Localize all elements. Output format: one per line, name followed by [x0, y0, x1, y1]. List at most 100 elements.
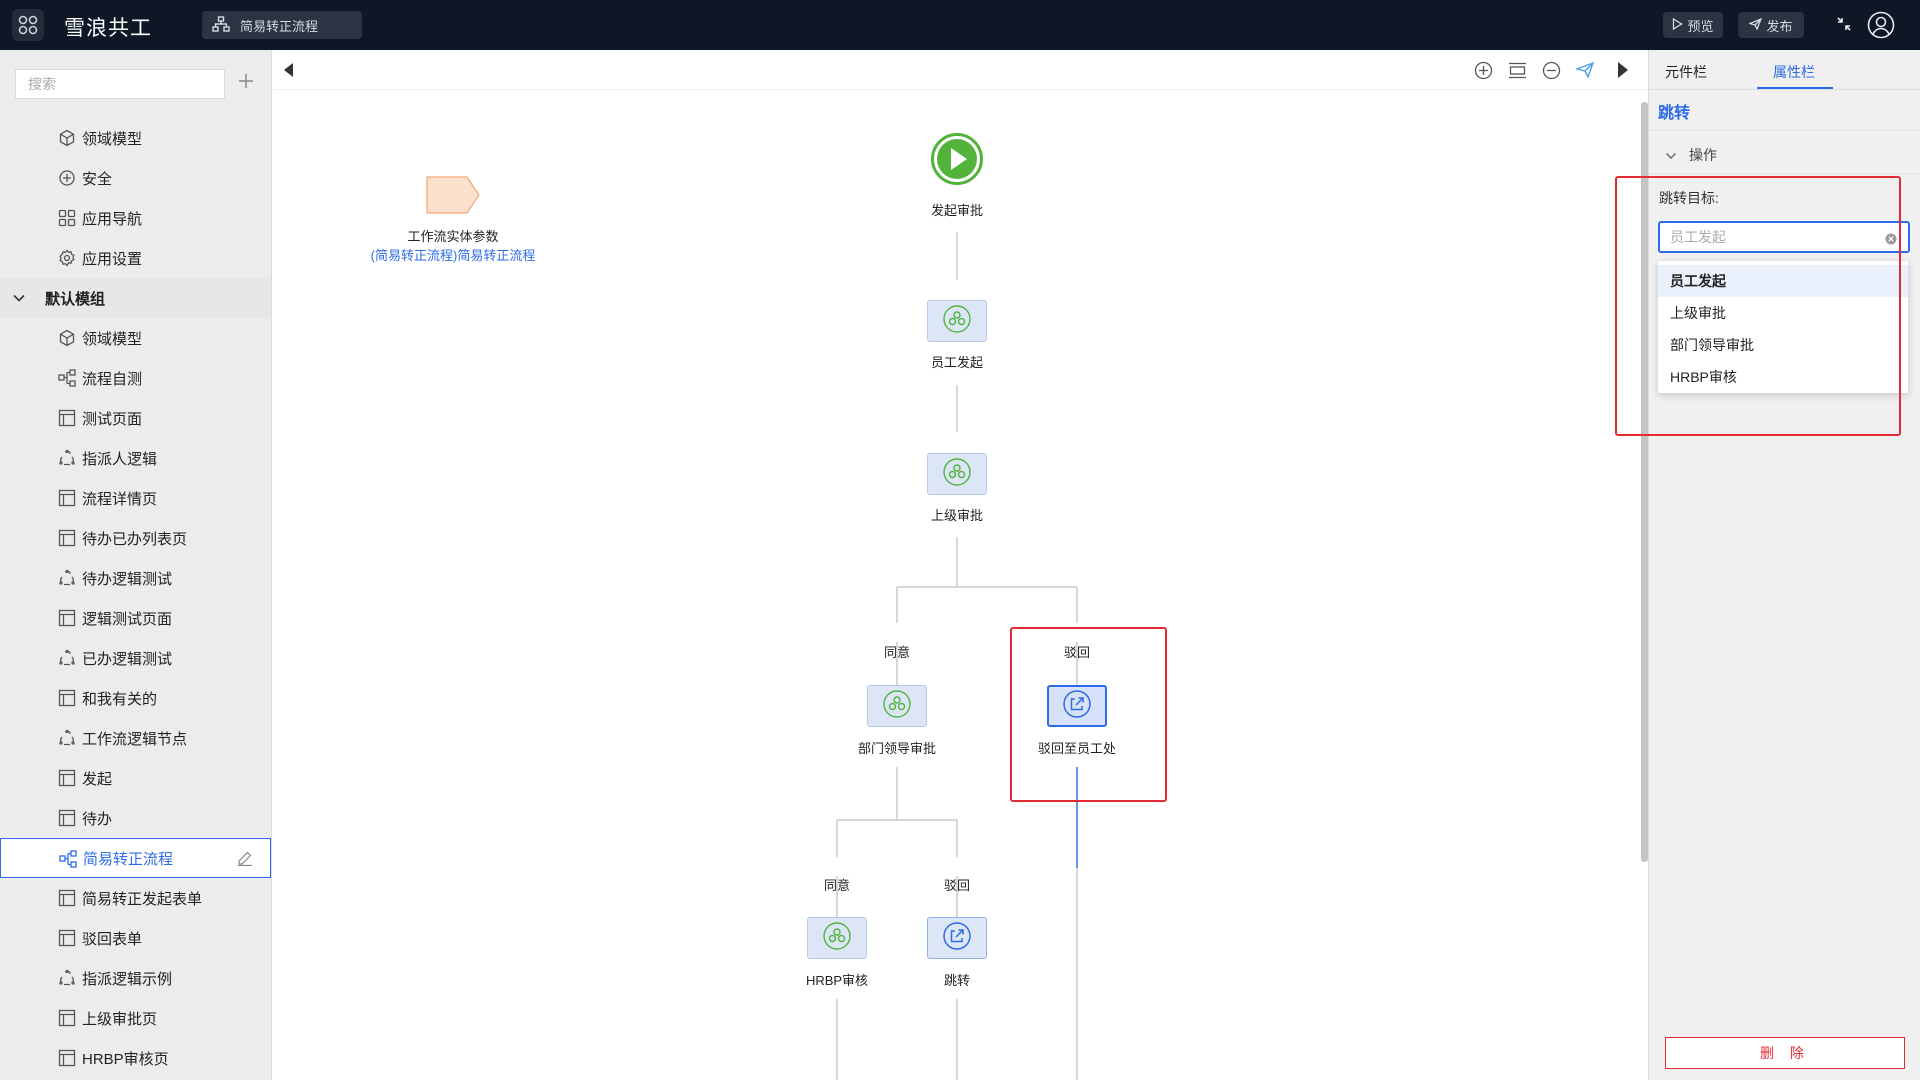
- sidebar-group-item[interactable]: 指派逻辑示例: [0, 958, 271, 998]
- sidebar-group-item[interactable]: 待办: [0, 798, 271, 838]
- send-icon: [1748, 17, 1763, 33]
- page-icon: [58, 809, 76, 827]
- search-input[interactable]: [15, 69, 225, 99]
- logic-icon: [58, 649, 76, 667]
- sidebar-item-label: 流程详情页: [82, 490, 158, 508]
- sidebar-group-item[interactable]: 逻辑测试页面: [0, 598, 271, 638]
- logic-icon: [58, 729, 76, 747]
- panel-tabs: 元件栏 属性栏: [1649, 50, 1920, 90]
- sidebar-item-domain-model[interactable]: 领域模型: [0, 118, 271, 158]
- collapse-left-icon[interactable]: [278, 60, 298, 80]
- start-node[interactable]: [930, 132, 984, 190]
- sidebar-item-label: 领域模型: [82, 330, 143, 348]
- node-superior[interactable]: [927, 453, 987, 495]
- flow-tab[interactable]: 简易转正流程: [202, 11, 362, 39]
- security-icon: [58, 169, 76, 187]
- sidebar-item-app-settings[interactable]: 应用设置: [0, 238, 271, 278]
- flow-icon: [59, 850, 77, 868]
- sidebar-item-label: HRBP审核页: [82, 1050, 169, 1068]
- sidebar-group-item[interactable]: 待办逻辑测试: [0, 558, 271, 598]
- app-title: 雪浪共工: [64, 17, 152, 40]
- collapse-icon[interactable]: [1836, 16, 1852, 36]
- sidebar-group-item[interactable]: 待办已办列表页: [0, 518, 271, 558]
- tab-components[interactable]: 元件栏: [1665, 64, 1707, 80]
- top-bar: 雪浪共工 简易转正流程 预览 发布: [0, 0, 1920, 50]
- sidebar-group-item[interactable]: 简易转正流程: [0, 838, 271, 878]
- sidebar-item-label: 简易转正发起表单: [82, 890, 203, 908]
- start-label: 发起审批: [930, 203, 984, 218]
- add-icon[interactable]: [235, 70, 257, 92]
- publish-button[interactable]: 发布: [1738, 12, 1804, 38]
- node-dept-leader[interactable]: [867, 685, 927, 727]
- entity-param-link[interactable]: (简易转正流程)简易转正流程: [370, 248, 536, 263]
- sidebar-group-item[interactable]: 工作流逻辑节点: [0, 718, 271, 758]
- page-icon: [58, 409, 76, 427]
- grid-icon: [58, 209, 76, 227]
- zoom-out-icon[interactable]: [1541, 60, 1561, 80]
- sidebar-group-item[interactable]: 上级审批页: [0, 998, 271, 1038]
- user-task-icon: [942, 457, 972, 491]
- sidebar-item-label: 逻辑测试页面: [82, 610, 173, 628]
- app-grid-icon[interactable]: [12, 9, 44, 41]
- gear-icon: [58, 249, 76, 267]
- highlight-box-panel: [1615, 176, 1901, 436]
- section-operation[interactable]: 操作: [1649, 130, 1920, 174]
- dropdown-option[interactable]: HRBP审核: [1670, 369, 1737, 385]
- logic-icon: [58, 969, 76, 987]
- sidebar-group-item[interactable]: 指派人逻辑: [0, 438, 271, 478]
- user-task-icon: [822, 921, 852, 955]
- sidebar-group-item[interactable]: 简易转正发起表单: [0, 878, 271, 918]
- zoom-in-icon[interactable]: [1473, 60, 1493, 80]
- play-icon: [1672, 17, 1684, 33]
- node-jump[interactable]: [927, 917, 987, 959]
- sidebar-group-item[interactable]: 领域模型: [0, 318, 271, 358]
- sidebar-item-app-nav[interactable]: 应用导航: [0, 198, 271, 238]
- node-hrbp[interactable]: [807, 917, 867, 959]
- jump-target-select[interactable]: 员工发起: [1658, 221, 1910, 253]
- branch-agree-label: 同意: [883, 645, 911, 660]
- tab-properties[interactable]: 属性栏: [1773, 64, 1815, 80]
- sidebar-group-item[interactable]: 已办逻辑测试: [0, 638, 271, 678]
- tab-underline: [1757, 87, 1833, 89]
- page-icon: [58, 769, 76, 787]
- sidebar-item-label: 指派人逻辑: [82, 450, 158, 468]
- branch-reject-label: 驳回: [1063, 645, 1091, 660]
- delete-button[interactable]: 删 除: [1665, 1037, 1905, 1069]
- sidebar-item-label: 应用导航: [82, 210, 143, 228]
- sidebar-group-item[interactable]: 测试页面: [0, 398, 271, 438]
- sidebar-item-label: 待办: [82, 810, 113, 828]
- fit-view-icon[interactable]: [1507, 60, 1527, 80]
- dropdown-option[interactable]: 上级审批: [1670, 305, 1726, 321]
- highlight-box-node: [1010, 627, 1167, 802]
- sidebar-item-label: 上级审批页: [82, 1010, 158, 1028]
- dropdown-option[interactable]: 部门领导审批: [1670, 337, 1754, 353]
- entity-param-shape[interactable]: [425, 174, 481, 220]
- user-avatar-icon[interactable]: [1866, 10, 1896, 44]
- sidebar-group-item[interactable]: 和我有关的: [0, 678, 271, 718]
- sidebar-item-label: 应用设置: [82, 250, 143, 268]
- sidebar-group-item[interactable]: 驳回表单: [0, 918, 271, 958]
- sidebar-group-item[interactable]: 发起: [0, 758, 271, 798]
- vertical-scrollbar[interactable]: [1641, 102, 1648, 862]
- preview-button[interactable]: 预览: [1663, 12, 1723, 38]
- sidebar-group-item[interactable]: HRBP审核页: [0, 1038, 271, 1078]
- sidebar-item-label: 简易转正流程: [83, 850, 174, 868]
- node-hrbp-label: HRBP审核: [805, 973, 869, 988]
- sidebar-group-item[interactable]: 流程自测: [0, 358, 271, 398]
- sidebar-item-security[interactable]: 安全: [0, 158, 271, 198]
- dropdown-option[interactable]: 员工发起: [1658, 265, 1908, 297]
- collapse-right-icon[interactable]: [1613, 60, 1633, 80]
- node-superior-label: 上级审批: [930, 508, 984, 523]
- page-icon: [58, 1009, 76, 1027]
- send-icon[interactable]: [1575, 60, 1595, 80]
- sidebar-group-item[interactable]: 流程详情页: [0, 478, 271, 518]
- page-icon: [58, 889, 76, 907]
- clear-icon[interactable]: [1885, 232, 1897, 249]
- edit-icon[interactable]: [237, 850, 253, 870]
- sidebar-group-default-module[interactable]: 默认模组: [0, 278, 271, 318]
- user-task-icon: [882, 689, 912, 723]
- flow-canvas[interactable]: 工作流实体参数 (简易转正流程)简易转正流程 发起审批 员工发起 上级审批 同意…: [273, 50, 1648, 1080]
- sidebar-item-label: 安全: [82, 170, 113, 188]
- node-reject-back[interactable]: [1047, 685, 1107, 727]
- node-employee[interactable]: [927, 300, 987, 342]
